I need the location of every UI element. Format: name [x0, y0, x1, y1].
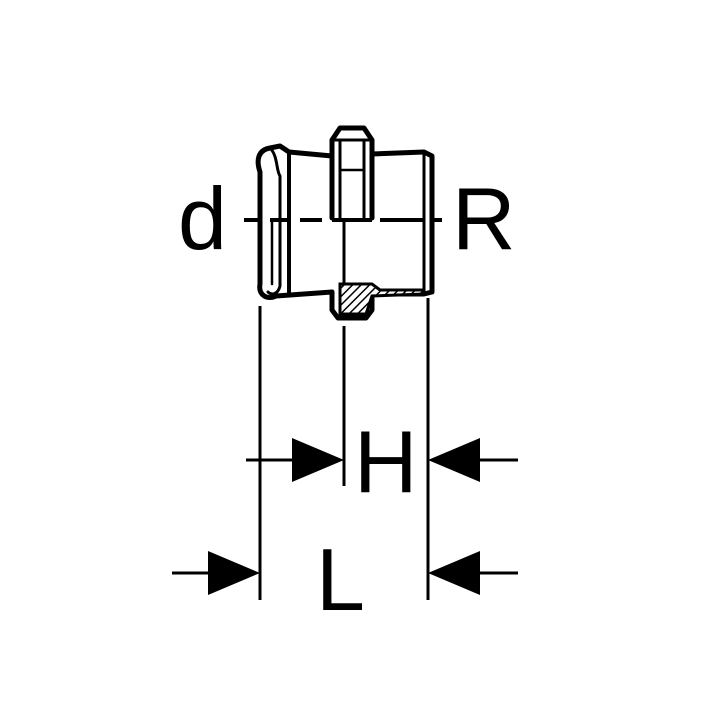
- dim-l-arrow-right: [428, 551, 480, 595]
- lower-hex-outline: [329, 289, 375, 321]
- dim-h-arrow-right: [428, 438, 480, 482]
- section-hatch: [338, 282, 426, 316]
- dimension-h: H: [246, 412, 518, 511]
- dimension-l: L: [172, 530, 518, 629]
- press-socket-outline: [255, 143, 335, 300]
- extension-lines: [258, 298, 430, 600]
- dim-h-arrow-left: [292, 438, 344, 482]
- dimension-label-h: H: [354, 412, 418, 511]
- hex-nut-outline: [329, 125, 375, 159]
- thread-label-r: R: [452, 169, 516, 268]
- dim-l-arrow-left: [208, 551, 260, 595]
- dimension-label-l: L: [316, 530, 365, 629]
- press-socket-bead: [266, 146, 282, 296]
- diameter-label-d: d: [178, 169, 227, 268]
